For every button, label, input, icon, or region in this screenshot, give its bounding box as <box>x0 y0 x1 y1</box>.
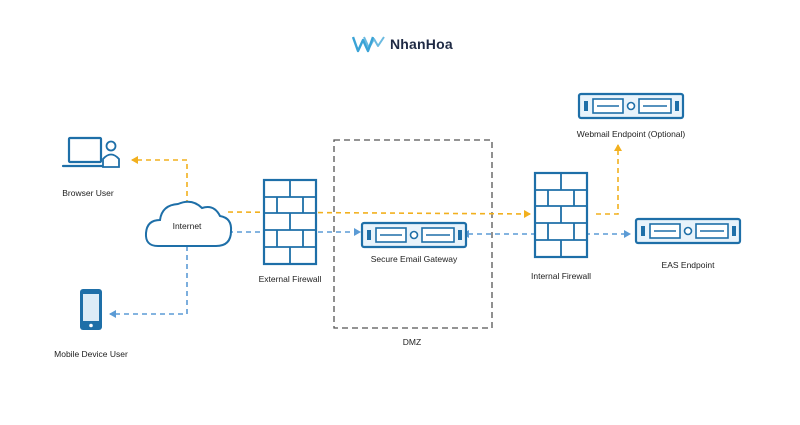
blue-flow-to-mobile <box>109 246 188 318</box>
internal-firewall-icon <box>533 171 589 259</box>
webmail-server-icon <box>577 92 685 120</box>
mobile-user-label: Mobile Device User <box>54 349 128 359</box>
person-icon <box>102 140 120 168</box>
secure-email-gateway-label: Secure Email Gateway <box>370 254 458 264</box>
orange-flow-lines <box>131 144 622 218</box>
gateway-server-icon <box>360 221 468 249</box>
external-firewall-icon <box>262 178 318 266</box>
webmail-endpoint-label: Webmail Endpoint (Optional) <box>576 129 686 139</box>
nhanhoa-logo-icon <box>352 36 385 53</box>
orange-flow-to-browser <box>131 156 188 205</box>
mobile-phone-icon <box>80 289 102 330</box>
internal-firewall-label: Internal Firewall <box>531 271 591 281</box>
brand-logo: NhanHoa <box>352 34 453 54</box>
external-firewall-label: External Firewall <box>258 274 322 284</box>
eas-server-icon <box>634 217 742 245</box>
dmz-label: DMZ <box>402 337 422 347</box>
eas-endpoint-label: EAS Endpoint <box>661 260 715 270</box>
orange-flow-to-webmail <box>596 144 622 215</box>
internet-label: Internet <box>172 221 202 231</box>
laptop-icon <box>61 136 109 168</box>
cloud-icon <box>144 200 233 247</box>
browser-user-label: Browser User <box>62 188 114 198</box>
brand-name: NhanHoa <box>390 36 453 52</box>
